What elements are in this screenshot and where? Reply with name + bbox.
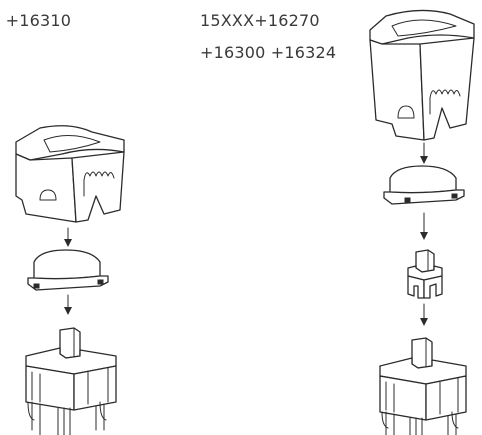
left-switch-body: [25, 327, 117, 435]
right-adapter: [407, 249, 443, 299]
left-slider: [27, 249, 109, 291]
right-switch-body: [379, 337, 467, 435]
right-part-numbers-line2: +16300 +16324: [200, 43, 337, 62]
right-part-numbers-line1: 15XXX+16270: [200, 11, 320, 30]
left-part-numbers-label: 0 +16310: [0, 11, 72, 30]
right-keycap: [369, 9, 475, 141]
left-keycap: [15, 125, 125, 223]
right-slider: [383, 165, 465, 205]
